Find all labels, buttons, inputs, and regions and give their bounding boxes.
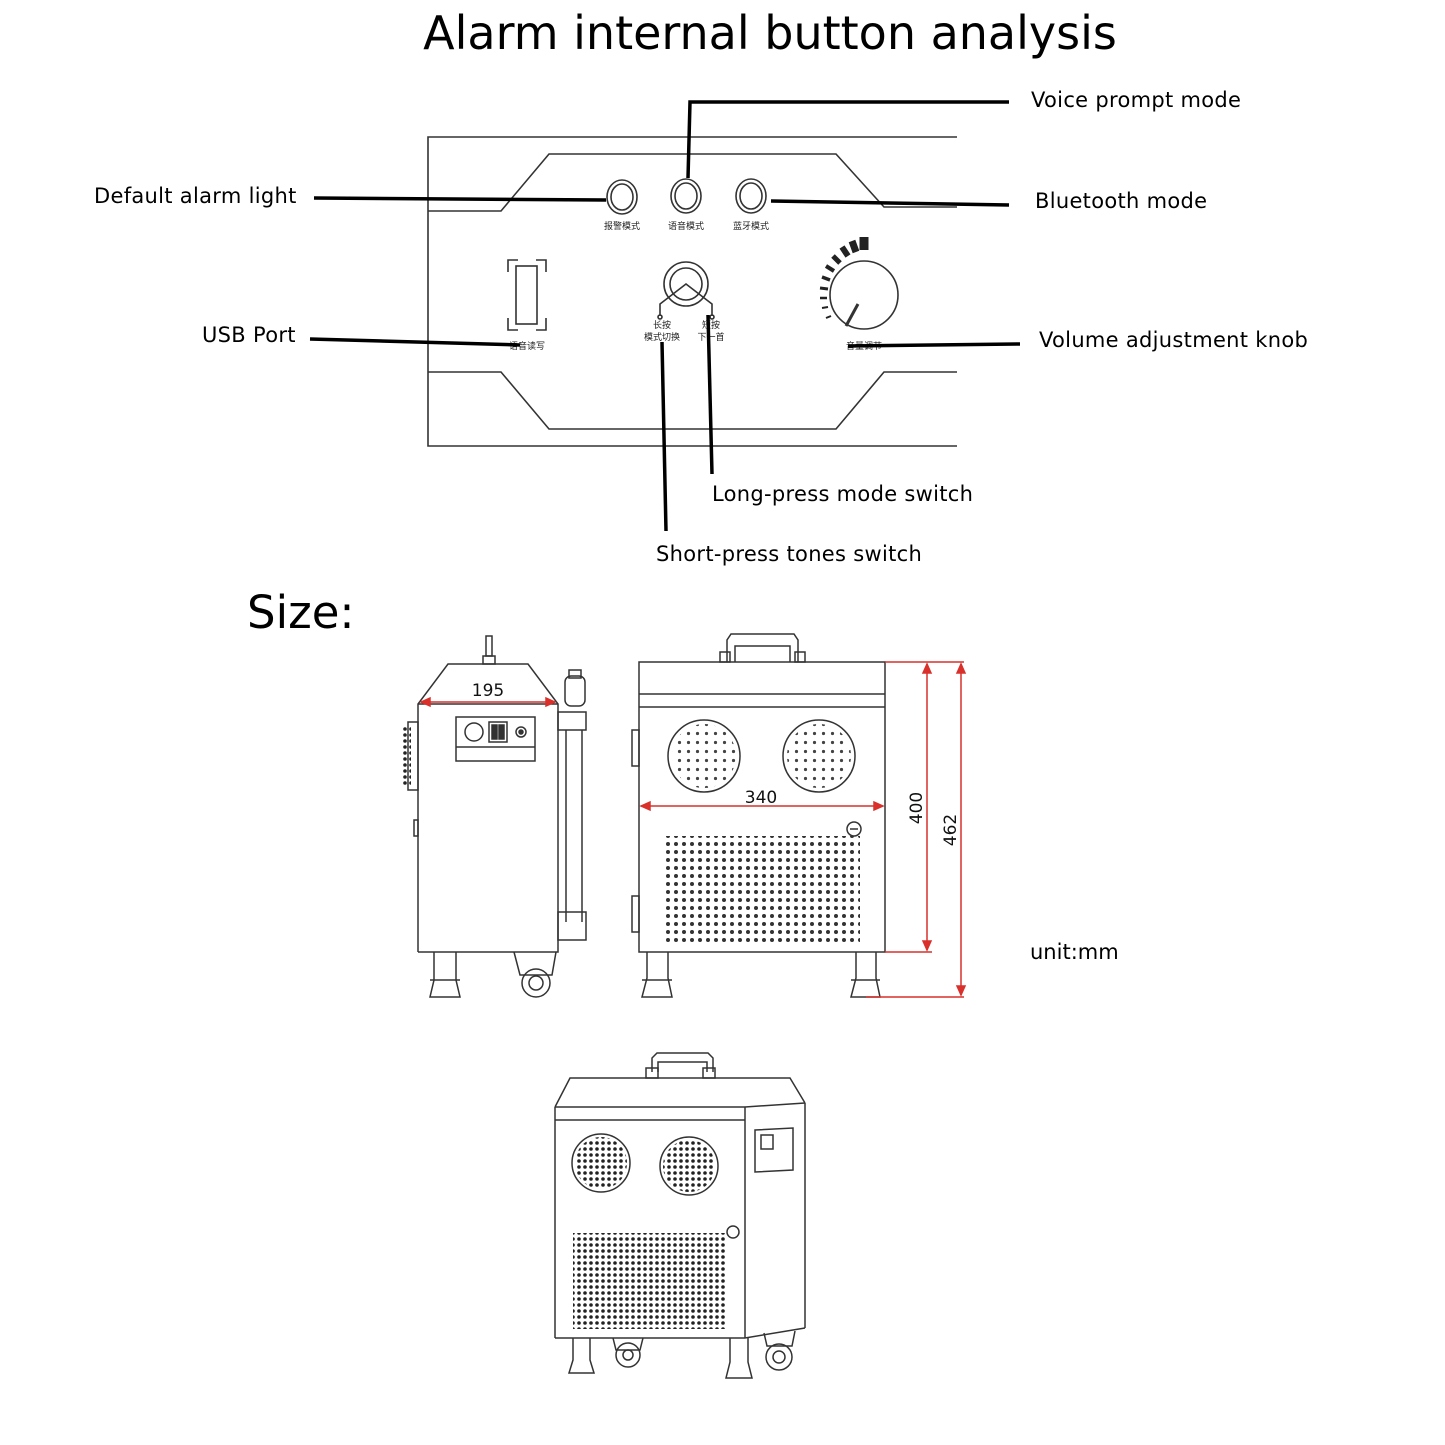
- volume-knob: [819, 237, 899, 330]
- usb-port-label: USB Port: [202, 323, 296, 347]
- panel-label-short-press-2: 下一首: [697, 331, 724, 343]
- default-alarm-light-label: Default alarm light: [94, 184, 297, 208]
- right-speaker-grille: [787, 724, 851, 788]
- panel-label-alarm-mode: 报警模式: [604, 220, 640, 232]
- mode-switch-button: [657, 261, 715, 320]
- panel-label-long-press-2: 模式切换: [644, 331, 680, 343]
- short-press-label: Short-press tones switch: [656, 542, 923, 566]
- panel-label-voice-mode: 语音模式: [668, 220, 704, 232]
- side-view: [407, 635, 587, 998]
- volume-knob-label: Volume adjustment knob: [1039, 328, 1309, 352]
- usb-port: [507, 259, 547, 331]
- height-dimensions: [866, 661, 967, 998]
- total-height-label: 462: [941, 814, 961, 846]
- perspective-right-speaker: [663, 1140, 715, 1192]
- alarm-light-button: [606, 179, 638, 215]
- unit-label: unit:mm: [1030, 940, 1119, 964]
- voice-prompt-mode-label: Voice prompt mode: [1031, 88, 1242, 112]
- panel-label-usb: 语音读写: [509, 340, 545, 352]
- front-vent-grille: [662, 836, 860, 942]
- perspective-vent-grille: [573, 1233, 725, 1329]
- panel-label-bluetooth-mode: 蓝牙模式: [733, 220, 769, 232]
- depth-dimension-label: 195: [472, 681, 504, 701]
- front-view: [631, 633, 886, 998]
- bluetooth-mode-button: [735, 178, 767, 214]
- panel-label-short-press-1: 短按: [702, 319, 720, 331]
- panel-label-long-press-1: 长按: [653, 319, 671, 331]
- size-heading: Size:: [247, 586, 355, 639]
- leader-lines: [309, 100, 1021, 532]
- voice-mode-button: [670, 178, 702, 214]
- depth-dimension: [419, 696, 557, 708]
- perspective-view: [554, 1052, 806, 1379]
- side-vent: [403, 727, 411, 785]
- long-press-label: Long-press mode switch: [712, 482, 974, 506]
- width-dimension: [639, 800, 885, 812]
- left-speaker-grille: [672, 724, 736, 788]
- control-panel: [427, 136, 957, 447]
- page-title: Alarm internal button analysis: [423, 6, 1117, 60]
- width-dimension-label: 340: [745, 788, 777, 808]
- body-height-label: 400: [907, 792, 927, 824]
- bluetooth-mode-label: Bluetooth mode: [1035, 189, 1208, 213]
- perspective-left-speaker: [575, 1137, 627, 1189]
